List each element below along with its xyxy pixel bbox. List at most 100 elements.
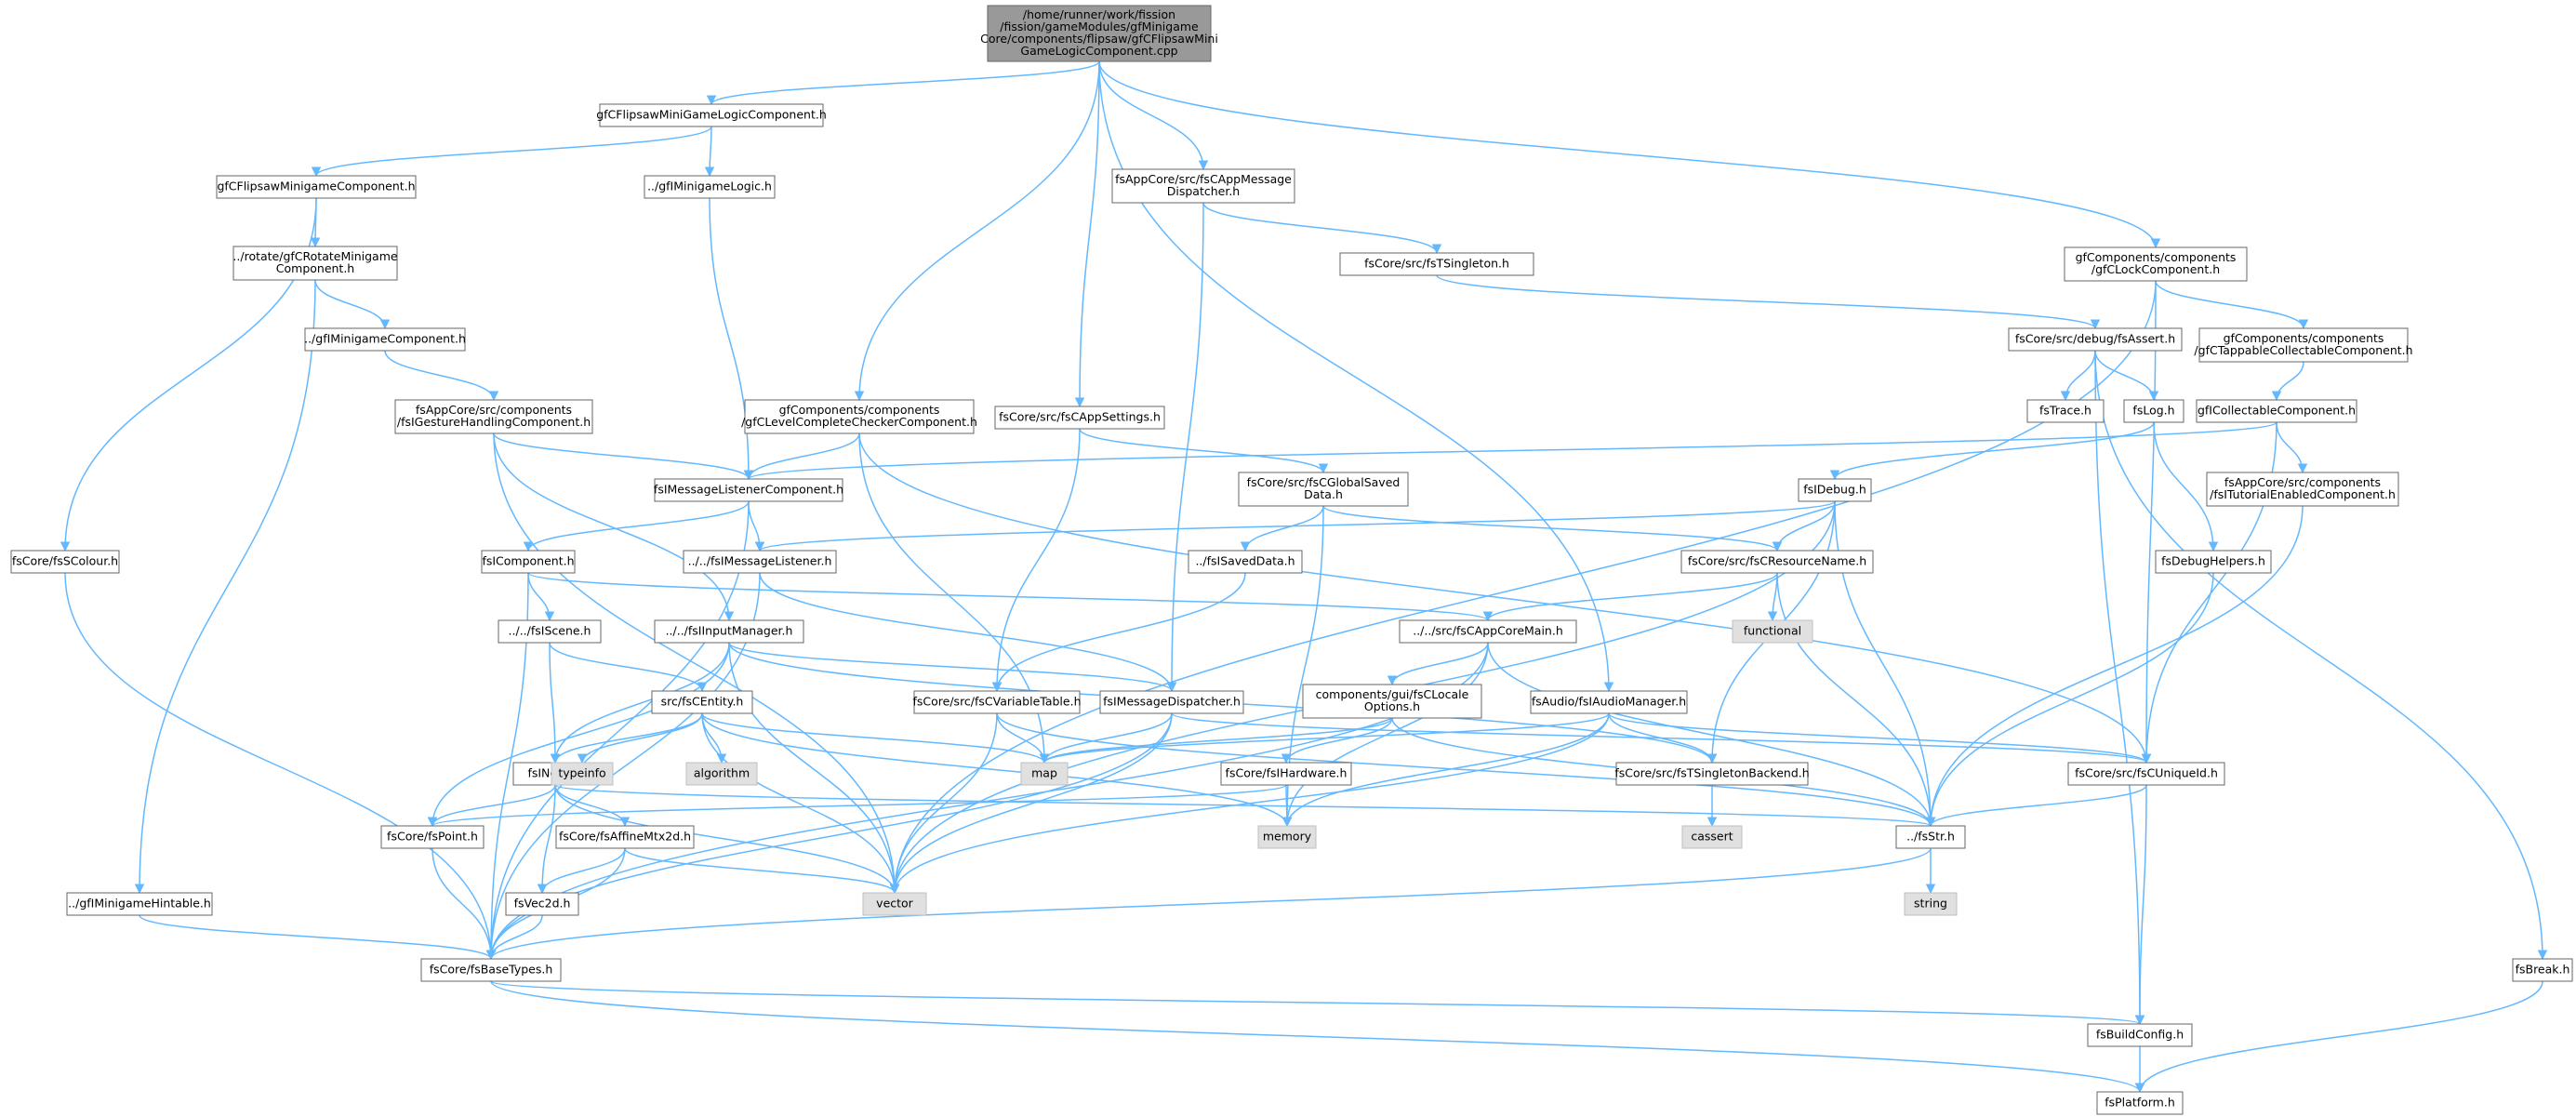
edge-imsg_listener-to-msg_dispatcher (759, 572, 1177, 693)
node-msg-listener-comp[interactable]: fsIMessageListenerComponent.h (654, 478, 843, 502)
node-icomponent[interactable]: fsIComponent.h (481, 550, 576, 574)
node-lock-comp[interactable]: gfComponents/components/gfCLockComponent… (2064, 246, 2248, 282)
node-app-settings[interactable]: fsCore/src/fsCAppSettings.h (994, 406, 1165, 430)
edge-collectable-to-msg_listener_comp (744, 421, 2277, 481)
node-box (1020, 762, 1069, 786)
node-label: ../../fsIMessageListener.h (688, 554, 832, 568)
node-logic-comp[interactable]: gfCFlipsawMiniGameLogicComponent.h (596, 103, 827, 127)
node-box (2155, 550, 2272, 574)
node-label: fsBreak.h (2516, 963, 2570, 977)
node-label: ../fsStr.h (1906, 830, 1955, 844)
node-build-config[interactable]: fsBuildConfig.h (2087, 1023, 2193, 1047)
node-box (862, 892, 927, 916)
node-box (913, 690, 1081, 714)
edge-root-to-logic_comp (706, 60, 1100, 106)
edge-affine-to-vector (624, 847, 900, 895)
edge-layer (60, 60, 2548, 1094)
node-singleton-backend[interactable]: fsCore/src/fsTSingletonBackend.h (1614, 762, 1810, 786)
node-box (2096, 1091, 2184, 1115)
node-gesture[interactable]: fsAppCore/src/components/fsIGestureHandl… (394, 399, 593, 434)
node-fsstr[interactable]: ../fsStr.h (1895, 825, 1966, 849)
node-isaved[interactable]: ../fsISavedData.h (1188, 550, 1303, 574)
node-tutorial[interactable]: fsAppCore/src/components/fsITutorialEnab… (2206, 472, 2399, 507)
node-box (685, 762, 758, 786)
node-resource-name[interactable]: fsCore/src/fsCResourceName.h (1680, 550, 1874, 574)
node-fsdebug[interactable]: fsIDebug.h (1798, 478, 1872, 502)
node-label: fsAppCore/src/components (416, 403, 572, 417)
node-var-table[interactable]: fsCore/src/fsCVariableTable.h (913, 690, 1082, 714)
node-string: string (1904, 892, 1958, 916)
node-box (1681, 825, 1743, 849)
node-box (232, 246, 398, 281)
node-fsbreak[interactable]: fsBreak.h (2512, 958, 2573, 982)
edge-resource_name-to-app_core_main (1482, 572, 1778, 622)
node-app-core-main[interactable]: ../../src/fsCAppCoreMain.h (1399, 619, 1577, 644)
node-vec2d[interactable]: fsVec2d.h (505, 892, 579, 916)
node-box (551, 762, 614, 786)
edge-hintable-to-base_types (139, 914, 497, 961)
node-label: ../../src/fsCAppCoreMain.h (1413, 624, 1563, 638)
node-label: /gfCTappableCollectableComponent.h (2194, 343, 2412, 357)
node-tappable[interactable]: gfComponents/components/gfCTappableColle… (2194, 327, 2413, 363)
node-label: gfComponents/components (2076, 250, 2237, 264)
node-point[interactable]: fsCore/fsPoint.h (380, 825, 485, 849)
node-label: vector (876, 897, 914, 911)
node-affine[interactable]: fsCore/fsAffineMtx2d.h (555, 825, 695, 849)
node-label: fsBuildConfig.h (2096, 1028, 2184, 1042)
node-label: string (1914, 897, 1947, 911)
node-singleton[interactable]: fsCore/src/fsTSingleton.h (1339, 252, 1534, 276)
node-fslog[interactable]: fsLog.h (2123, 399, 2184, 423)
node-input-mgr[interactable]: ../../fsIInputManager.h (654, 619, 804, 644)
node-unique-id[interactable]: fsCore/src/fsCUniqueId.h (2067, 762, 2225, 786)
node-box (1615, 762, 1809, 786)
edge-inode-to-fsstr (554, 784, 1935, 828)
node-label: fsCore/fsIHardware.h (1226, 766, 1348, 780)
node-audio-mgr[interactable]: fsAudio/fsIAudioManager.h (1530, 690, 1688, 714)
node-label: components/gui/fsCLocale (1316, 687, 1469, 701)
edge-input_mgr-to-inode (550, 642, 730, 765)
edge-app_msg_disp-to-singleton (1202, 202, 1442, 255)
edge-audio_mgr-to-vector (889, 712, 1610, 895)
node-fstrace[interactable]: fsTrace.h (2026, 399, 2105, 423)
node-fsassert[interactable]: fsCore/src/debug/fsAssert.h (2008, 327, 2183, 352)
node-box (1302, 684, 1482, 719)
node-box (2512, 958, 2573, 982)
node-hardware[interactable]: fsCore/fsIHardware.h (1220, 762, 1352, 786)
node-debug-helpers[interactable]: fsDebugHelpers.h (2155, 550, 2272, 574)
edge-unique_id-to-build_config (2134, 784, 2147, 1026)
edge-input_mgr-to-vector (728, 642, 900, 895)
node-level-complete[interactable]: gfComponents/components/gfCLevelComplete… (741, 399, 977, 434)
node-minigame-logic[interactable]: ../gfIMinigameLogic.h (644, 175, 776, 199)
node-root[interactable]: /home/runner/work/fission/fission/gameMo… (980, 5, 1218, 62)
node-box (216, 175, 417, 199)
node-box (498, 619, 602, 644)
node-box (1257, 825, 1317, 849)
node-label: fsDebugHelpers.h (2161, 554, 2265, 568)
node-label: fsVec2d.h (514, 897, 571, 911)
edge-rotate-to-iminigame_comp (314, 279, 391, 330)
node-msg-dispatcher[interactable]: fsIMessageDispatcher.h (1099, 690, 1244, 714)
edge-root-to-app_settings (1074, 60, 1100, 408)
edge-minigame_comp-to-rotate (310, 197, 321, 248)
edge-gesture-to-msg_listener_comp (493, 432, 754, 481)
node-iminigame-comp[interactable]: ../gfIMinigameComponent.h (304, 327, 466, 352)
node-collectable[interactable]: gfICollectableComponent.h (2196, 399, 2357, 423)
node-label: fsCore/fsSColour.h (12, 554, 118, 568)
node-map: map (1020, 762, 1069, 786)
edge-lock_comp-to-vector (889, 280, 2157, 895)
node-fscolour[interactable]: fsCore/fsSColour.h (10, 550, 120, 574)
edge-root-to-audio_mgr (1098, 60, 1614, 693)
node-hintable[interactable]: ../gfIMinigameHintable.h (66, 892, 213, 916)
node-entity[interactable]: src/fsCEntity.h (651, 690, 753, 714)
node-iscene[interactable]: ../../fsIScene.h (498, 619, 602, 644)
node-box (1680, 550, 1874, 574)
node-platform[interactable]: fsPlatform.h (2096, 1091, 2184, 1115)
node-imsg-listener[interactable]: ../../fsIMessageListener.h (683, 550, 837, 574)
node-base-types[interactable]: fsCore/fsBaseTypes.h (420, 958, 562, 982)
node-box (394, 399, 593, 434)
node-minigame-comp[interactable]: gfCFlipsawMinigameComponent.h (216, 175, 417, 199)
